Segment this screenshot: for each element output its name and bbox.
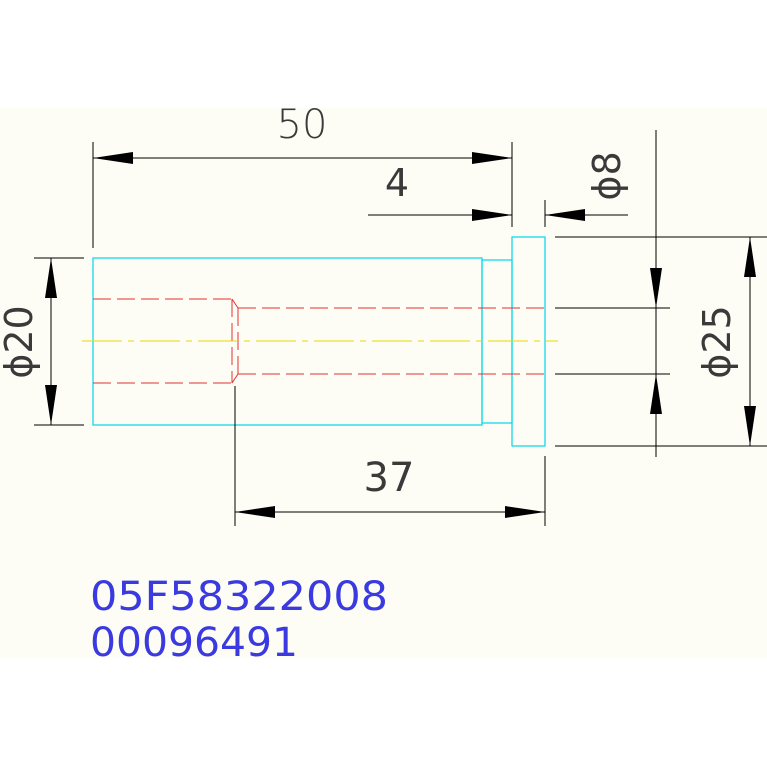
dim-4-label: 4 xyxy=(385,161,409,205)
dim-phi20-label: ϕ20 xyxy=(0,305,41,378)
dim-50-label: 50 xyxy=(277,102,328,148)
dimension-lines xyxy=(34,130,767,526)
part-code-line2: 00096491 xyxy=(90,620,298,666)
dim-phi25-label: ϕ25 xyxy=(695,305,739,378)
dim-phi8-label: ϕ8 xyxy=(585,151,629,200)
bore-chamfer-bottom xyxy=(231,373,239,384)
dim-37-label: 37 xyxy=(364,455,415,501)
part-code-line1: 05F58322008 xyxy=(90,574,388,620)
bore-chamfer-top xyxy=(231,298,239,309)
